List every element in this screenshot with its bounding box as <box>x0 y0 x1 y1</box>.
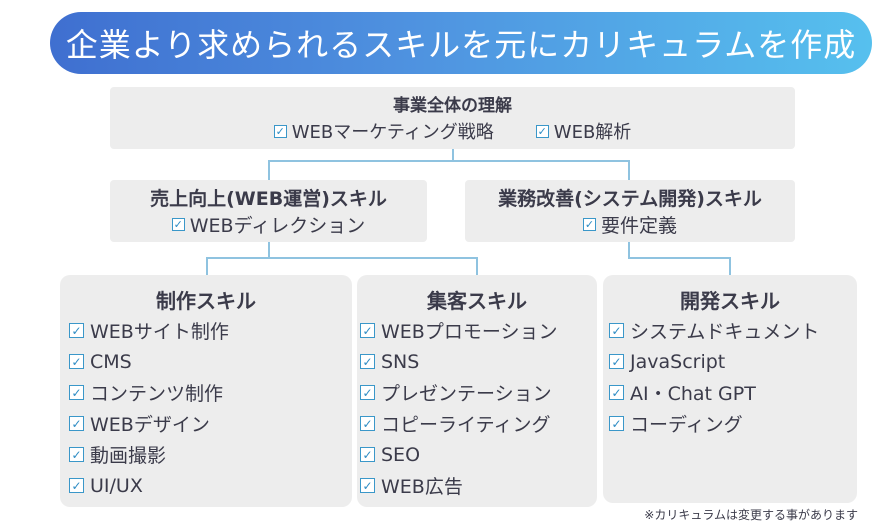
attraction-skill-list: ✓ WEBプロモーション ✓ SNS ✓ プレゼンテーション ✓ コピーライティング ✓… <box>360 315 557 501</box>
checkbox-icon: ✓ <box>360 354 375 369</box>
connector-to-attraction <box>476 257 478 275</box>
skill-label: UI/UX <box>90 474 143 497</box>
development-skill-box: 開発スキル ✓ システムドキュメント ✓ JavaScript ✓ AI・Chat G… <box>603 275 857 503</box>
checkbox-icon: ✓ <box>360 478 375 493</box>
list-item: ✓ プレゼンテーション <box>360 377 557 408</box>
skill-label: AI・Chat GPT <box>630 383 756 405</box>
skill-label: コーディング <box>630 414 743 436</box>
checkbox-icon: ✓ <box>273 124 287 138</box>
skill-label: WEB解析 <box>553 122 632 143</box>
title-banner: 企業より求められるスキルを元にカリキュラムを作成 <box>50 12 872 74</box>
checkbox-icon: ✓ <box>360 323 375 338</box>
page-title: 企業より求められるスキルを元にカリキュラムを作成 <box>65 26 857 64</box>
skill-label: WEB広告 <box>381 476 463 498</box>
checkbox-icon: ✓ <box>609 416 624 431</box>
connector-sales-down <box>268 242 270 259</box>
connector-to-business <box>628 160 630 180</box>
checkbox-icon: ✓ <box>360 385 375 400</box>
list-item: ✓ コーディング <box>609 408 819 439</box>
connector-business-down <box>628 242 630 259</box>
list-item: ✓ JavaScript <box>609 346 819 377</box>
list-item: ✓ システムドキュメント <box>609 315 819 346</box>
connector-top-horizontal <box>268 160 629 162</box>
list-item: ✓ コピーライティング <box>360 408 557 439</box>
connector-to-sales <box>268 160 270 180</box>
development-skill-heading: 開発スキル <box>680 289 780 313</box>
checkbox-icon: ✓ <box>171 218 185 231</box>
sales-skill-items: ✓ WEBディレクション <box>110 211 427 238</box>
list-item: ✓ SNS <box>360 346 557 377</box>
skill-label: コンテンツ制作 <box>90 383 224 405</box>
business-improvement-box: 業務改善(システム開発)スキル ✓ 要件定義 <box>465 180 795 242</box>
skill-label: WEBプロモーション <box>381 321 558 343</box>
sales-skill-box: 売上向上(WEB運営)スキル ✓ WEBディレクション <box>110 180 427 242</box>
skill-label: WEBディレクション <box>189 215 366 237</box>
skill-label: JavaScript <box>630 350 726 373</box>
checkbox-icon: ✓ <box>69 385 84 400</box>
checkbox-icon: ✓ <box>69 354 84 369</box>
skill-item: ✓ WEBマーケティング戦略 <box>273 118 494 144</box>
skill-item: ✓ WEB解析 <box>535 118 632 144</box>
production-skill-list: ✓ WEBサイト制作 ✓ CMS ✓ コンテンツ制作 ✓ WEBデザイン ✓ 動画撮影 ✓… <box>69 315 229 501</box>
list-item: ✓ WEBプロモーション <box>360 315 557 346</box>
attraction-skill-box: 集客スキル ✓ WEBプロモーション ✓ SNS ✓ プレゼンテーション ✓ コピーライ… <box>357 275 597 507</box>
list-item: ✓ AI・Chat GPT <box>609 377 819 408</box>
checkbox-icon: ✓ <box>582 218 596 231</box>
business-understanding-heading: 事業全体の理解 <box>393 96 512 116</box>
development-skill-list: ✓ システムドキュメント ✓ JavaScript ✓ AI・Chat GPT ✓ コー… <box>609 315 819 439</box>
checkbox-icon: ✓ <box>609 323 624 338</box>
skill-label: システムドキュメント <box>630 321 820 343</box>
list-item: ✓ WEBサイト制作 <box>69 315 229 346</box>
production-skill-box: 制作スキル ✓ WEBサイト制作 ✓ CMS ✓ コンテンツ制作 ✓ WEBデザイン ✓… <box>60 275 352 507</box>
list-item: ✓ UI/UX <box>69 470 229 501</box>
skill-item: ✓ WEBディレクション <box>171 211 366 238</box>
connector-to-development <box>729 257 731 275</box>
list-item: ✓ 動画撮影 <box>69 439 229 470</box>
checkbox-icon: ✓ <box>360 447 375 462</box>
skill-label: プレゼンテーション <box>381 383 552 405</box>
sales-skill-heading: 売上向上(WEB運営)スキル <box>150 188 387 210</box>
business-improvement-heading: 業務改善(システム開発)スキル <box>498 188 762 210</box>
skill-label: SNS <box>381 350 420 373</box>
checkbox-icon: ✓ <box>535 124 549 138</box>
skill-label: 動画撮影 <box>90 445 167 467</box>
list-item: ✓ CMS <box>69 346 229 377</box>
attraction-skill-heading: 集客スキル <box>427 289 527 313</box>
list-item: ✓ コンテンツ制作 <box>69 377 229 408</box>
checkbox-icon: ✓ <box>69 323 84 338</box>
skill-label: 要件定義 <box>600 215 677 237</box>
skill-label: WEBデザイン <box>90 414 210 436</box>
business-improvement-items: ✓ 要件定義 <box>465 211 795 238</box>
checkbox-icon: ✓ <box>360 416 375 431</box>
checkbox-icon: ✓ <box>69 478 84 493</box>
skill-item: ✓ 要件定義 <box>582 211 677 238</box>
skill-label: コピーライティング <box>381 414 551 436</box>
curriculum-note: ※カリキュラムは変更する事があります <box>644 508 858 522</box>
list-item: ✓ WEBデザイン <box>69 408 229 439</box>
checkbox-icon: ✓ <box>609 354 624 369</box>
connector-to-production <box>206 257 208 275</box>
skill-label: SEO <box>381 443 421 466</box>
connector-business-horizontal <box>628 257 731 259</box>
production-skill-heading: 制作スキル <box>156 289 256 313</box>
skill-label: WEBマーケティング戦略 <box>291 122 494 143</box>
connector-top-down <box>452 149 454 162</box>
skill-label: WEBサイト制作 <box>90 321 229 343</box>
business-understanding-box: 事業全体の理解 ✓ WEBマーケティング戦略 ✓ WEB解析 <box>110 87 795 149</box>
checkbox-icon: ✓ <box>69 416 84 431</box>
checkbox-icon: ✓ <box>69 447 84 462</box>
business-understanding-items: ✓ WEBマーケティング戦略 ✓ WEB解析 <box>110 118 795 144</box>
list-item: ✓ WEB広告 <box>360 470 557 501</box>
skill-label: CMS <box>90 350 132 373</box>
checkbox-icon: ✓ <box>609 385 624 400</box>
list-item: ✓ SEO <box>360 439 557 470</box>
connector-sales-horizontal <box>206 257 478 259</box>
